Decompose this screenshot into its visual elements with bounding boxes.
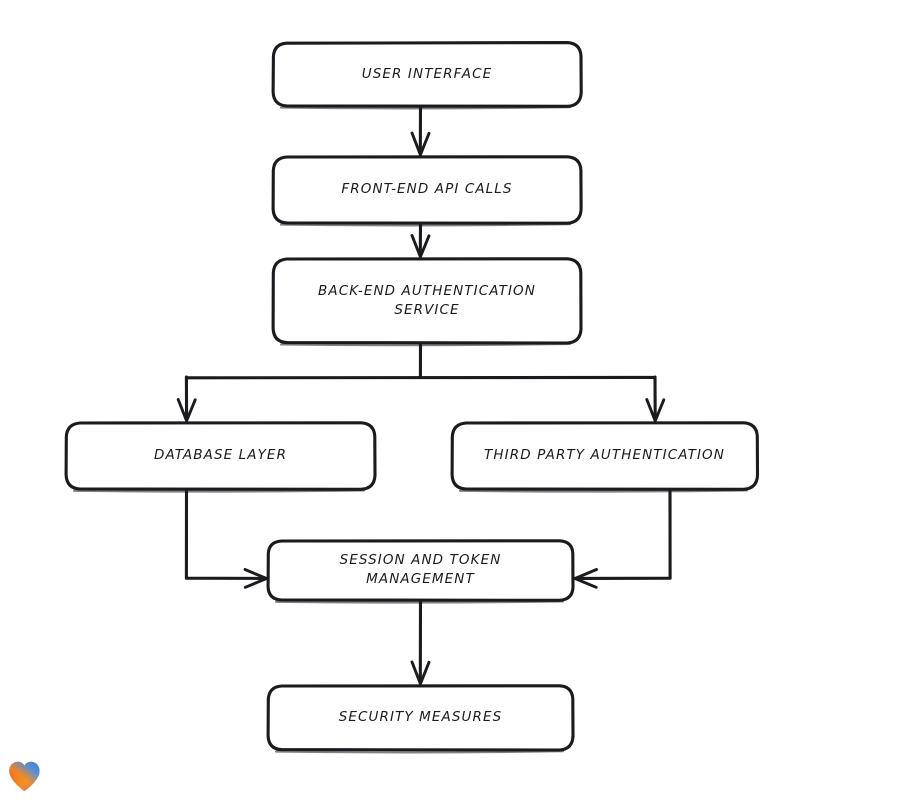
edge-session-to-sec [410,600,431,686]
heart-icon [9,761,40,792]
edge-backend-to-third [645,375,666,423]
edge-api-to-backend [410,222,431,259]
node-third-party-auth[interactable] [450,421,760,493]
node-session-token-mgmt[interactable] [266,539,575,604]
edge-backend-split-bus [184,343,657,380]
node-database-layer[interactable] [64,421,377,493]
edge-third-to-session [573,489,672,589]
node-front-end-api-calls[interactable] [271,155,583,227]
edge-backend-to-db [176,375,197,423]
node-back-end-auth-service[interactable] [271,257,583,347]
node-user-interface[interactable] [271,41,583,110]
edge-ui-to-api [410,105,431,157]
node-security-measures[interactable] [266,684,575,754]
edge-db-to-session [184,489,268,589]
